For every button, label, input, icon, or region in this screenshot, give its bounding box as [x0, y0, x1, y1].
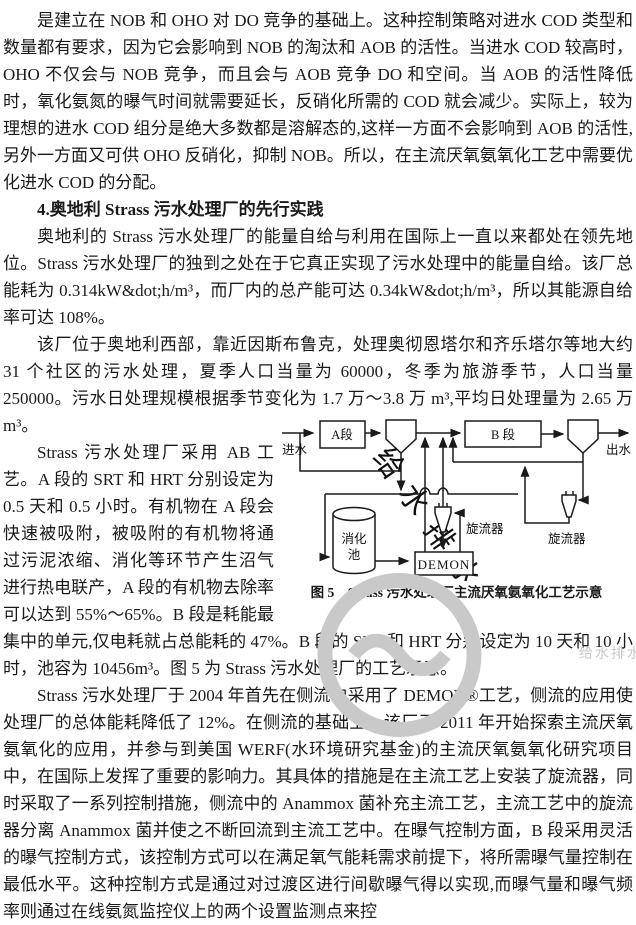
watermark-corner: 给水排水 [223, 569, 636, 741]
cyclone-1 [434, 503, 452, 533]
cyclone-mid-label: 旋流器 [466, 522, 504, 536]
paragraph-energy-self-sufficiency: 奥地利的 Strass 污水处理厂的能量自给与利用在国际上一直以来都处在领先地位… [3, 227, 633, 327]
clarifier-1 [385, 419, 417, 455]
effluent-label: 出水 [606, 443, 632, 457]
stage-b-box [464, 420, 542, 448]
collector-line [325, 487, 518, 495]
section-heading: 4.奥地利 Strass 污水处理厂的先行实践 [37, 200, 324, 219]
sludge-to-digester [319, 494, 331, 562]
digester-cylinder [332, 506, 376, 575]
clarifier-2 [567, 419, 599, 455]
bypass-line [299, 433, 401, 472]
cyclone-right-label: 旋流器 [548, 532, 586, 546]
digester-label-1: 消化 [341, 532, 367, 546]
demon-box [414, 551, 474, 576]
process-flow-diagram: 给水排水 [282, 419, 632, 581]
figure-5: 给水排水 [280, 409, 636, 737]
cyclone-2 [561, 491, 577, 518]
watermark-logo-icon [223, 569, 576, 741]
digester-label-2: 池 [348, 548, 361, 562]
influent-label: 进水 [282, 443, 308, 457]
stage-a-box [319, 420, 366, 449]
stage-b-label: B 段 [491, 427, 515, 442]
stage-a-label: A段 [331, 427, 353, 442]
cyclone2-return [520, 465, 570, 524]
paragraph-cod-competition: 是建立在 NOB 和 OHO 对 DO 竞争的基础上。这种控制策略对进水 COD… [3, 11, 633, 192]
demon-to-cyclone1 [453, 508, 465, 552]
paragraph-ab-process: Strass 污水处理厂采用 AB 工艺。A 段的 SRT 和 HRT 分别设定… [3, 443, 633, 678]
watermark-corner-text: 给水排水 [579, 647, 636, 662]
demon-label: DEMON [418, 557, 471, 572]
paragraph-plant-location: 该厂位于奥地利西部，靠近因斯布鲁克，处理奥彻恩塔尔和齐乐塔尔等地大约 31 个社… [3, 335, 633, 435]
